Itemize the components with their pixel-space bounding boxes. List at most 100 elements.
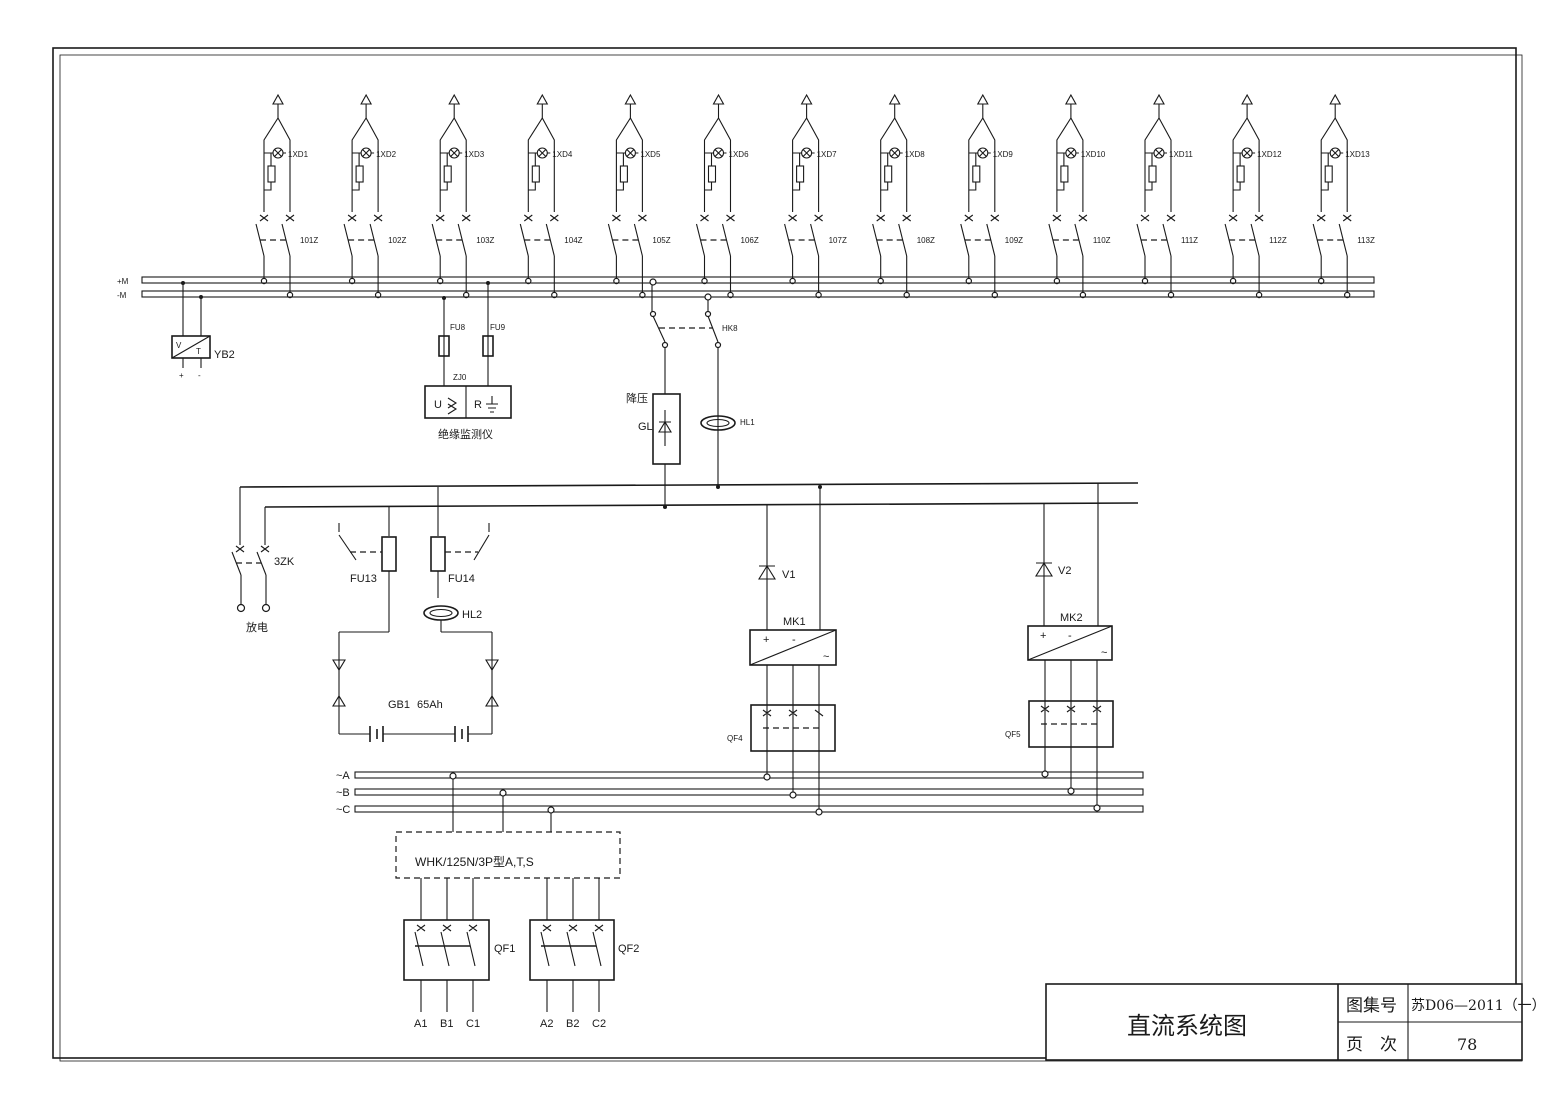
feeder-breaker-label: 103Z	[476, 236, 494, 245]
battery-icon	[369, 726, 384, 742]
feeder-breaker-label: 113Z	[1357, 236, 1375, 245]
resistor-icon	[267, 165, 276, 183]
mk2-label: MK2	[1060, 612, 1083, 624]
gb1-label: GB1	[388, 699, 410, 711]
b1-label: B1	[440, 1018, 453, 1030]
qf1-label: QF1	[494, 943, 515, 955]
ac-bus-group: ~A ~B ~C	[336, 770, 1144, 816]
ac-b-label: ~B	[336, 787, 350, 799]
qf2-label: QF2	[618, 943, 639, 955]
rectifier-mk1: V1 MK1 + - ~ QF4	[727, 485, 837, 812]
bus-positive	[141, 276, 1375, 284]
page-value: 78	[1457, 1035, 1477, 1054]
hl1-ct-icon	[700, 415, 736, 431]
atlas-number-value: 苏D06—2011（一）	[1411, 998, 1546, 1014]
feeder-7: 1XD7 107Z	[784, 93, 847, 299]
feeder-lamp-label: 1XD8	[905, 150, 926, 159]
ac-bus-c	[354, 805, 1144, 813]
feeder-lamp-label: 1XD9	[993, 150, 1014, 159]
feeder-lamp-label: 1XD4	[552, 150, 573, 159]
resistor-icon	[796, 165, 805, 183]
fu13-label: FU13	[350, 573, 377, 585]
feeder-lamp-label: 1XD1	[288, 150, 309, 159]
gl-label: GL	[638, 421, 653, 433]
discharge-branch: 3ZK 放电	[231, 487, 295, 634]
c1-label: C1	[466, 1018, 480, 1030]
a2-label: A2	[540, 1018, 553, 1030]
hl1-label: HL1	[740, 418, 755, 427]
ac-a-label: ~A	[336, 770, 350, 782]
outer-frame	[52, 47, 1517, 1059]
feeder-breaker-label: 101Z	[300, 236, 318, 245]
drawing-title: 直流系统图	[1127, 1012, 1247, 1040]
yb2-v-label: V	[176, 341, 182, 350]
feeder-breaker-label: 110Z	[1093, 236, 1111, 245]
insulation-monitor: FU8 FU9 ZJ0 U R 绝缘监测仪	[424, 281, 512, 441]
feeder-lamp-label: 1XD11	[1169, 150, 1193, 159]
resistor-icon	[707, 165, 717, 183]
mk1-minus: -	[792, 634, 796, 646]
zj0-label: ZJ0	[453, 373, 467, 382]
hk8-stepdown-branch: HK8 降压 GL HL1	[626, 278, 755, 509]
feeder-breaker-label: 107Z	[829, 236, 847, 245]
c2-label: C2	[592, 1018, 606, 1030]
hl2-ct-icon	[423, 605, 459, 621]
bus-positive-label: +M	[117, 277, 129, 286]
ac-bus-a	[354, 771, 1144, 779]
feeder-lamp-label: 1XD7	[817, 150, 838, 159]
battery-branch: FU13 FU14 HL2 GB1 65Ah	[332, 487, 499, 742]
mk1-label: MK1	[783, 616, 806, 628]
ground-icon	[486, 396, 498, 413]
resistor-icon	[443, 165, 452, 183]
feeder-lamp-label: 1XD3	[464, 150, 485, 159]
feeder-lamp-label: 1XD13	[1345, 150, 1370, 159]
dc-bus-group: +M -M	[117, 276, 1375, 300]
v1-label: V1	[782, 569, 795, 581]
feeder-breaker-label: 109Z	[1005, 236, 1023, 245]
mk2-ac: ~	[1101, 647, 1107, 659]
feeder-12: 1XD12 112Z	[1224, 93, 1287, 299]
b2-label: B2	[566, 1018, 579, 1030]
gb1-capacity: 65Ah	[417, 699, 443, 711]
qf4-label: QF4	[727, 734, 743, 743]
resistor-icon	[531, 165, 540, 183]
resistor-icon	[1148, 165, 1157, 183]
page-label: 页 次	[1346, 1035, 1397, 1055]
feeder-breaker-label: 112Z	[1269, 236, 1287, 245]
feeder-lamp-label: 1XD12	[1257, 150, 1282, 159]
feeder-11: 1XD11 111Z	[1136, 93, 1198, 299]
resistor-icon	[972, 165, 981, 183]
bus-negative	[141, 290, 1375, 298]
feeder-lamp-label: 1XD10	[1081, 150, 1106, 159]
a1-label: A1	[414, 1018, 427, 1030]
discharge-label: 放电	[246, 620, 268, 634]
feeder-breaker-label: 111Z	[1181, 236, 1198, 245]
v2-label: V2	[1058, 565, 1071, 577]
ac-bus-b	[354, 788, 1144, 796]
yb2-transducer: V T + - YB2	[171, 281, 235, 380]
resistor-icon	[884, 165, 893, 183]
qf5-label: QF5	[1005, 730, 1021, 739]
mk2-plus: +	[1040, 630, 1046, 642]
bus-negative-label: -M	[117, 291, 127, 300]
yb2-minus: -	[198, 371, 201, 380]
feeder-breaker-label: 105Z	[652, 236, 670, 245]
whk-label: WHK/125N/3P型A,T,S	[415, 855, 534, 869]
main-dc-lines	[239, 482, 1139, 508]
feeder-13: 1XD13 113Z	[1312, 93, 1375, 299]
step-down-label: 降压	[626, 391, 648, 405]
resistor-icon	[619, 165, 628, 183]
fu14-label: FU14	[448, 573, 475, 585]
feeder-group: 1XD1101Z1XD2102Z1XD3103Z1XD4104Z1XD5105Z…	[255, 93, 1375, 299]
meter-r-label: R	[474, 399, 482, 411]
resistor-icon	[1324, 165, 1333, 183]
resistor-icon	[1236, 165, 1245, 183]
feeder-breaker-label: 102Z	[388, 236, 406, 245]
resistor-icon	[355, 165, 364, 183]
ac-c-label: ~C	[336, 804, 350, 816]
